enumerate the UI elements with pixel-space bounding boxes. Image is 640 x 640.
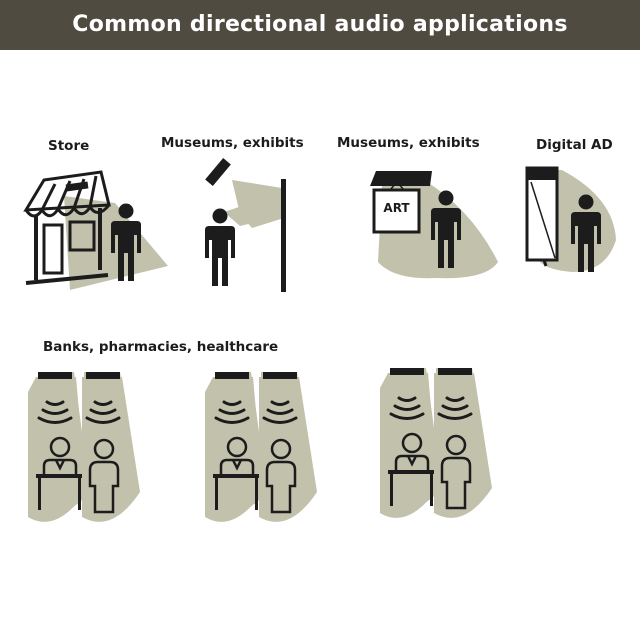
bank-illustration-2 [203,370,319,524]
page-title: Common directional audio applications [72,12,568,37]
museum-illustration-1 [205,158,286,292]
bank-illustration-3 [378,366,494,520]
caption-museums-2: Museums, exhibits [337,135,480,151]
caption-museums-1: Museums, exhibits [161,135,304,151]
museum-illustration-2: ART [370,171,498,279]
store-illustration [23,170,168,290]
bank-illustration-1 [26,370,142,524]
caption-banks: Banks, pharmacies, healthcare [43,339,279,355]
caption-store: Store [48,138,90,154]
caption-digital-ad: Digital AD [536,137,613,153]
digital-ad-illustration [525,166,616,272]
art-label: ART [383,201,410,215]
title-banner [0,0,640,50]
